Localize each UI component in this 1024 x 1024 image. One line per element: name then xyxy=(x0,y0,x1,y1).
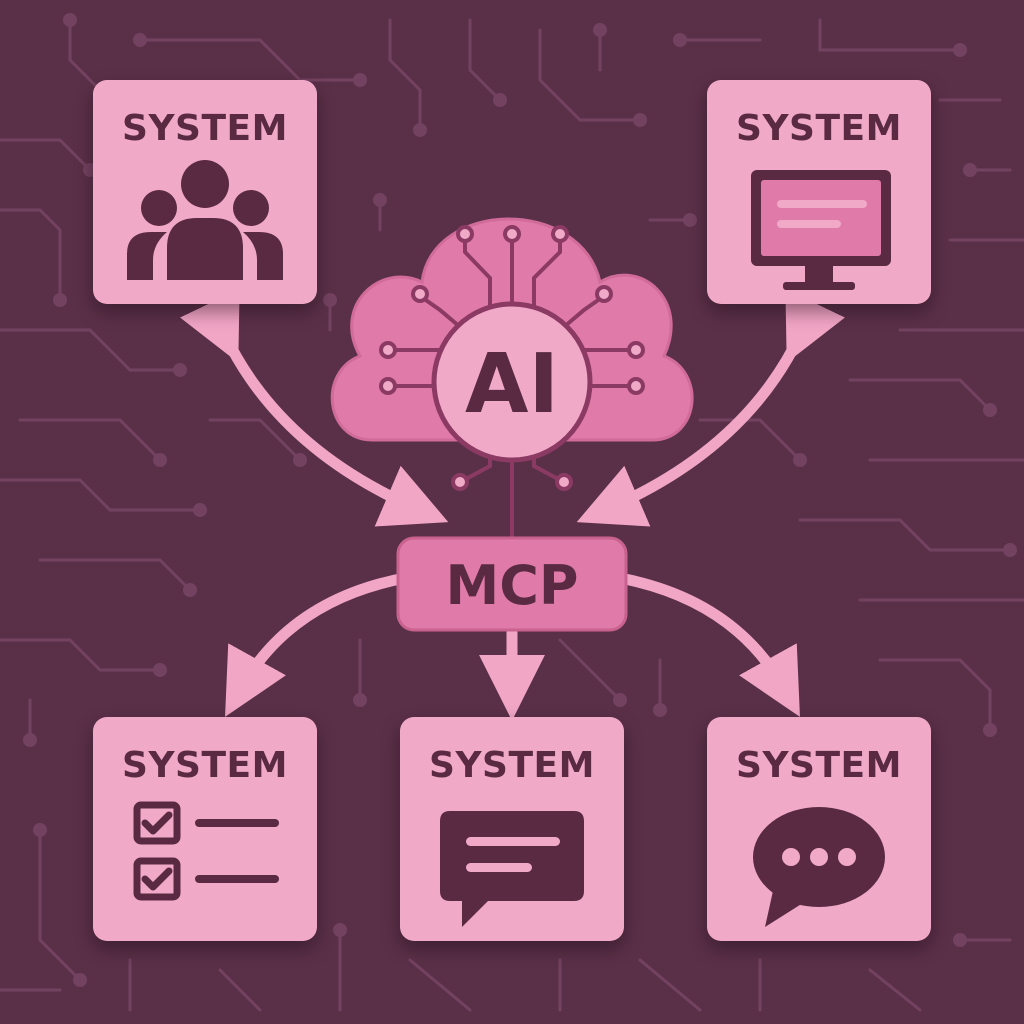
system-card-users: SYSTEM xyxy=(93,80,317,304)
mcp-node xyxy=(396,536,628,632)
connector-bottom-right xyxy=(614,572,800,717)
connector-top-left xyxy=(180,289,449,527)
system-title: SYSTEM xyxy=(429,745,595,786)
monitor-icon xyxy=(751,170,891,290)
users-icon xyxy=(127,160,283,280)
connector-bottom-left xyxy=(225,572,411,717)
mcp-label: MCP xyxy=(446,554,579,617)
ai-chip xyxy=(431,301,593,463)
chat-bubble-icon xyxy=(753,807,885,927)
checklist-icon xyxy=(133,801,279,901)
connector-top-right xyxy=(576,289,845,527)
system-card-monitor: SYSTEM xyxy=(707,80,931,304)
message-icon xyxy=(440,811,584,927)
system-title: SYSTEM xyxy=(736,108,902,149)
system-card-chat: SYSTEM xyxy=(707,717,931,941)
system-card-checklist: SYSTEM xyxy=(93,717,317,941)
system-title: SYSTEM xyxy=(122,745,288,786)
cloud-circuit-nodes xyxy=(379,225,645,491)
system-title: SYSTEM xyxy=(122,108,288,149)
system-card-message: SYSTEM xyxy=(400,717,624,941)
ai-label: AI xyxy=(465,337,559,432)
system-title: SYSTEM xyxy=(736,745,902,786)
